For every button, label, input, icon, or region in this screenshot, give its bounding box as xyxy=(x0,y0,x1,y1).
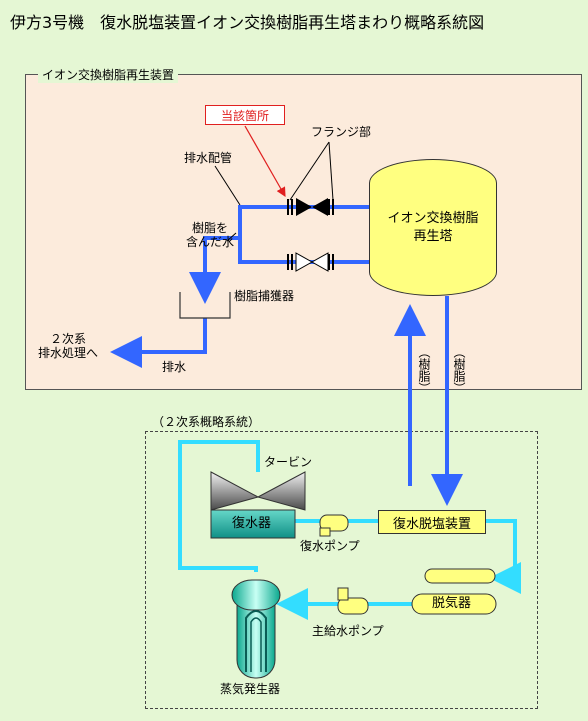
pipe-to-trap xyxy=(189,236,240,304)
condensate-demineralizer: 復水脱塩装置 xyxy=(378,510,486,534)
deaerator-icon xyxy=(411,568,497,615)
resin-water-label-line1: 樹脂を xyxy=(192,221,229,235)
drain-destination-line2: 排水処理へ xyxy=(38,345,99,360)
leader-lines xyxy=(214,141,334,242)
tank-label-line1: イオン交換樹脂 xyxy=(387,210,479,226)
flanges xyxy=(287,199,334,270)
drain-pipe-label: 排水配管 xyxy=(184,151,233,165)
resin-trap-label: 樹脂捕獲器 xyxy=(234,289,295,303)
drain-destination-line1: ２次系 xyxy=(50,332,87,346)
resin-up-label: （樹脂） xyxy=(417,346,431,394)
condensate-pump-label: 復水ポンプ xyxy=(300,539,360,553)
affected-point-arrow xyxy=(244,125,286,198)
tank-label-line2: 再生塔 xyxy=(413,228,453,244)
deaerator-label: 脱気器 xyxy=(432,596,472,611)
condenser-label: 復水器 xyxy=(232,516,272,531)
drain-destination-label: ２次系 排水処理へ xyxy=(38,332,99,361)
closed-valve-icon xyxy=(296,198,328,216)
feedwater-pump-icon xyxy=(337,587,369,615)
resin-trap-icon xyxy=(179,292,231,319)
feed-pump-label: 主給水ポンプ xyxy=(312,624,384,638)
sg-steam-line xyxy=(178,440,260,572)
resin-water-label-line2: 含んだ水 xyxy=(186,234,235,249)
condensate-pump-icon xyxy=(319,514,349,537)
open-valve-icon xyxy=(295,252,329,272)
resin-water-label: 樹脂を 含んだ水 xyxy=(186,221,235,250)
turbine-label: タービン xyxy=(264,455,313,469)
turbine-icon xyxy=(210,471,306,511)
upper-drain-pipe xyxy=(238,205,369,238)
demin-to-deaerator xyxy=(486,519,521,594)
condenser-vessel xyxy=(210,509,296,539)
secondary-system-box xyxy=(145,431,538,709)
page-title: 伊方3号機 復水脱塩装置イオン交換樹脂再生塔まわり概略系統図 xyxy=(10,13,485,32)
drain-label: 排水 xyxy=(162,360,187,374)
secondary-system-label: （２次系概略系統） xyxy=(152,415,261,429)
resin-down-label: （樹脂） xyxy=(452,346,466,394)
steam-generator-label: 蒸気発生器 xyxy=(220,682,281,696)
flange-label: フランジ部 xyxy=(311,125,372,139)
regeneration-tower: イオン交換樹脂 再生塔 xyxy=(369,159,497,296)
secondary-piping xyxy=(178,440,521,620)
steam-generator-icon xyxy=(231,579,281,679)
drain-outlet-pipe xyxy=(110,318,207,368)
regeneration-unit-label: イオン交換樹脂再生装置 xyxy=(38,66,179,83)
affected-point-callout: 当該箇所 xyxy=(205,105,285,125)
